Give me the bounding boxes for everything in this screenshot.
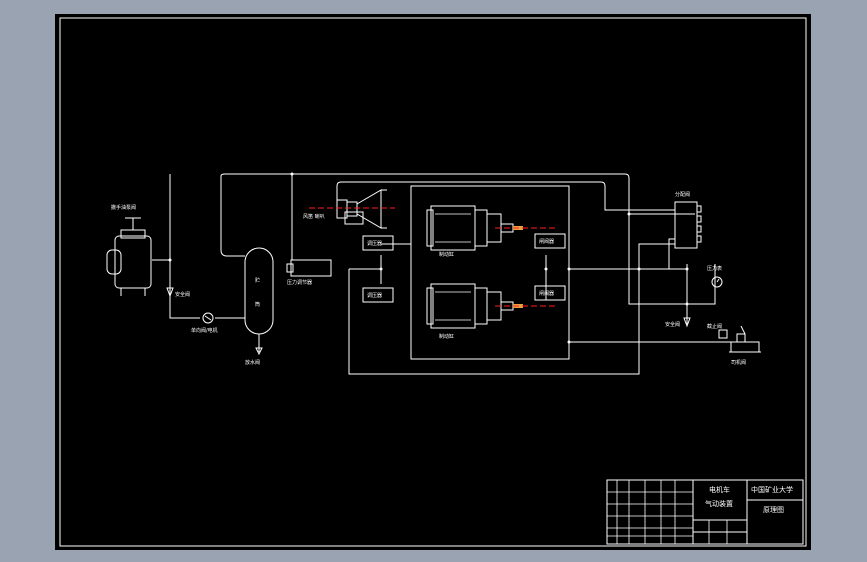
safety-valve-right: 安全阀	[665, 317, 691, 328]
valve-right-bottom: 闸阀器	[534, 285, 566, 301]
horn: 风笛 喇叭	[303, 189, 395, 229]
cylinder-top-label: 制动缸	[439, 251, 454, 258]
sheet-border	[59, 17, 807, 547]
drawing-sheet: 撒手油泵阀 安全阀 单向阀/电机 贮 筒 放水阀 风笛 喇叭 压力调节器	[55, 14, 811, 550]
regulator-bottom-label: 调压器	[367, 292, 382, 299]
hand-valve-label: 撒手油泵阀	[111, 204, 136, 211]
tank-label-top: 贮	[255, 277, 260, 284]
manifold-label: 分配阀	[675, 191, 690, 198]
title-name-line1: 电机车	[709, 485, 730, 494]
title-drawing-type: 原理图	[763, 506, 784, 514]
valve-right-top-label: 闸阀器	[539, 238, 554, 245]
air-tank: 贮 筒 放水阀	[244, 247, 274, 366]
distribution-manifold: 分配阀	[674, 191, 702, 249]
valve-right-bottom-label: 闸阀器	[539, 290, 554, 297]
driver-valve: 司机阀	[729, 325, 761, 366]
valve-right-top: 闸阀器	[534, 233, 566, 249]
horn-label: 风笛 喇叭	[303, 213, 325, 220]
title-name-line2: 气动装置	[705, 499, 733, 508]
stop-valve: 截止阀	[707, 323, 728, 339]
brake-cylinder-bottom: 制动缸	[426, 283, 555, 340]
safety-valve-left: 安全阀	[166, 287, 190, 298]
driver-valve-label: 司机阀	[731, 359, 746, 366]
regulator-bottom: 调压器	[362, 287, 394, 303]
gauge-label: 压力表	[707, 265, 722, 272]
pressure-switch: 压力调节器	[286, 259, 332, 286]
pressure-switch-label: 压力调节器	[287, 279, 312, 286]
tank-label-bottom: 筒	[255, 301, 260, 308]
drain-valve-label: 放水阀	[245, 359, 260, 366]
check-valve-label: 单向阀/电机	[191, 327, 218, 334]
cylinder-bottom-label: 制动缸	[439, 333, 454, 340]
stop-valve-label: 截止阀	[707, 323, 722, 330]
pressure-gauge: 压力表	[707, 265, 723, 288]
junction-dots	[168, 172, 689, 344]
regulator-top: 调压器	[362, 235, 394, 251]
title-school: 中国矿业大学	[751, 485, 793, 494]
brake-cylinder-top: 制动缸	[426, 205, 555, 258]
check-valve: 单向阀/电机	[191, 312, 218, 334]
pipe-network	[152, 173, 745, 375]
pneumatic-schematic: 撒手油泵阀 安全阀 单向阀/电机 贮 筒 放水阀 风笛 喇叭 压力调节器	[59, 17, 807, 547]
title-block: 电机车 气动装置 中国矿业大学 原理图	[606, 479, 804, 545]
hand-pump-valve: 撒手油泵阀	[106, 204, 152, 296]
regulator-top-label: 调压器	[367, 240, 382, 247]
safety-valve-label: 安全阀	[175, 291, 190, 298]
safety-valve2-label: 安全阀	[665, 321, 680, 328]
